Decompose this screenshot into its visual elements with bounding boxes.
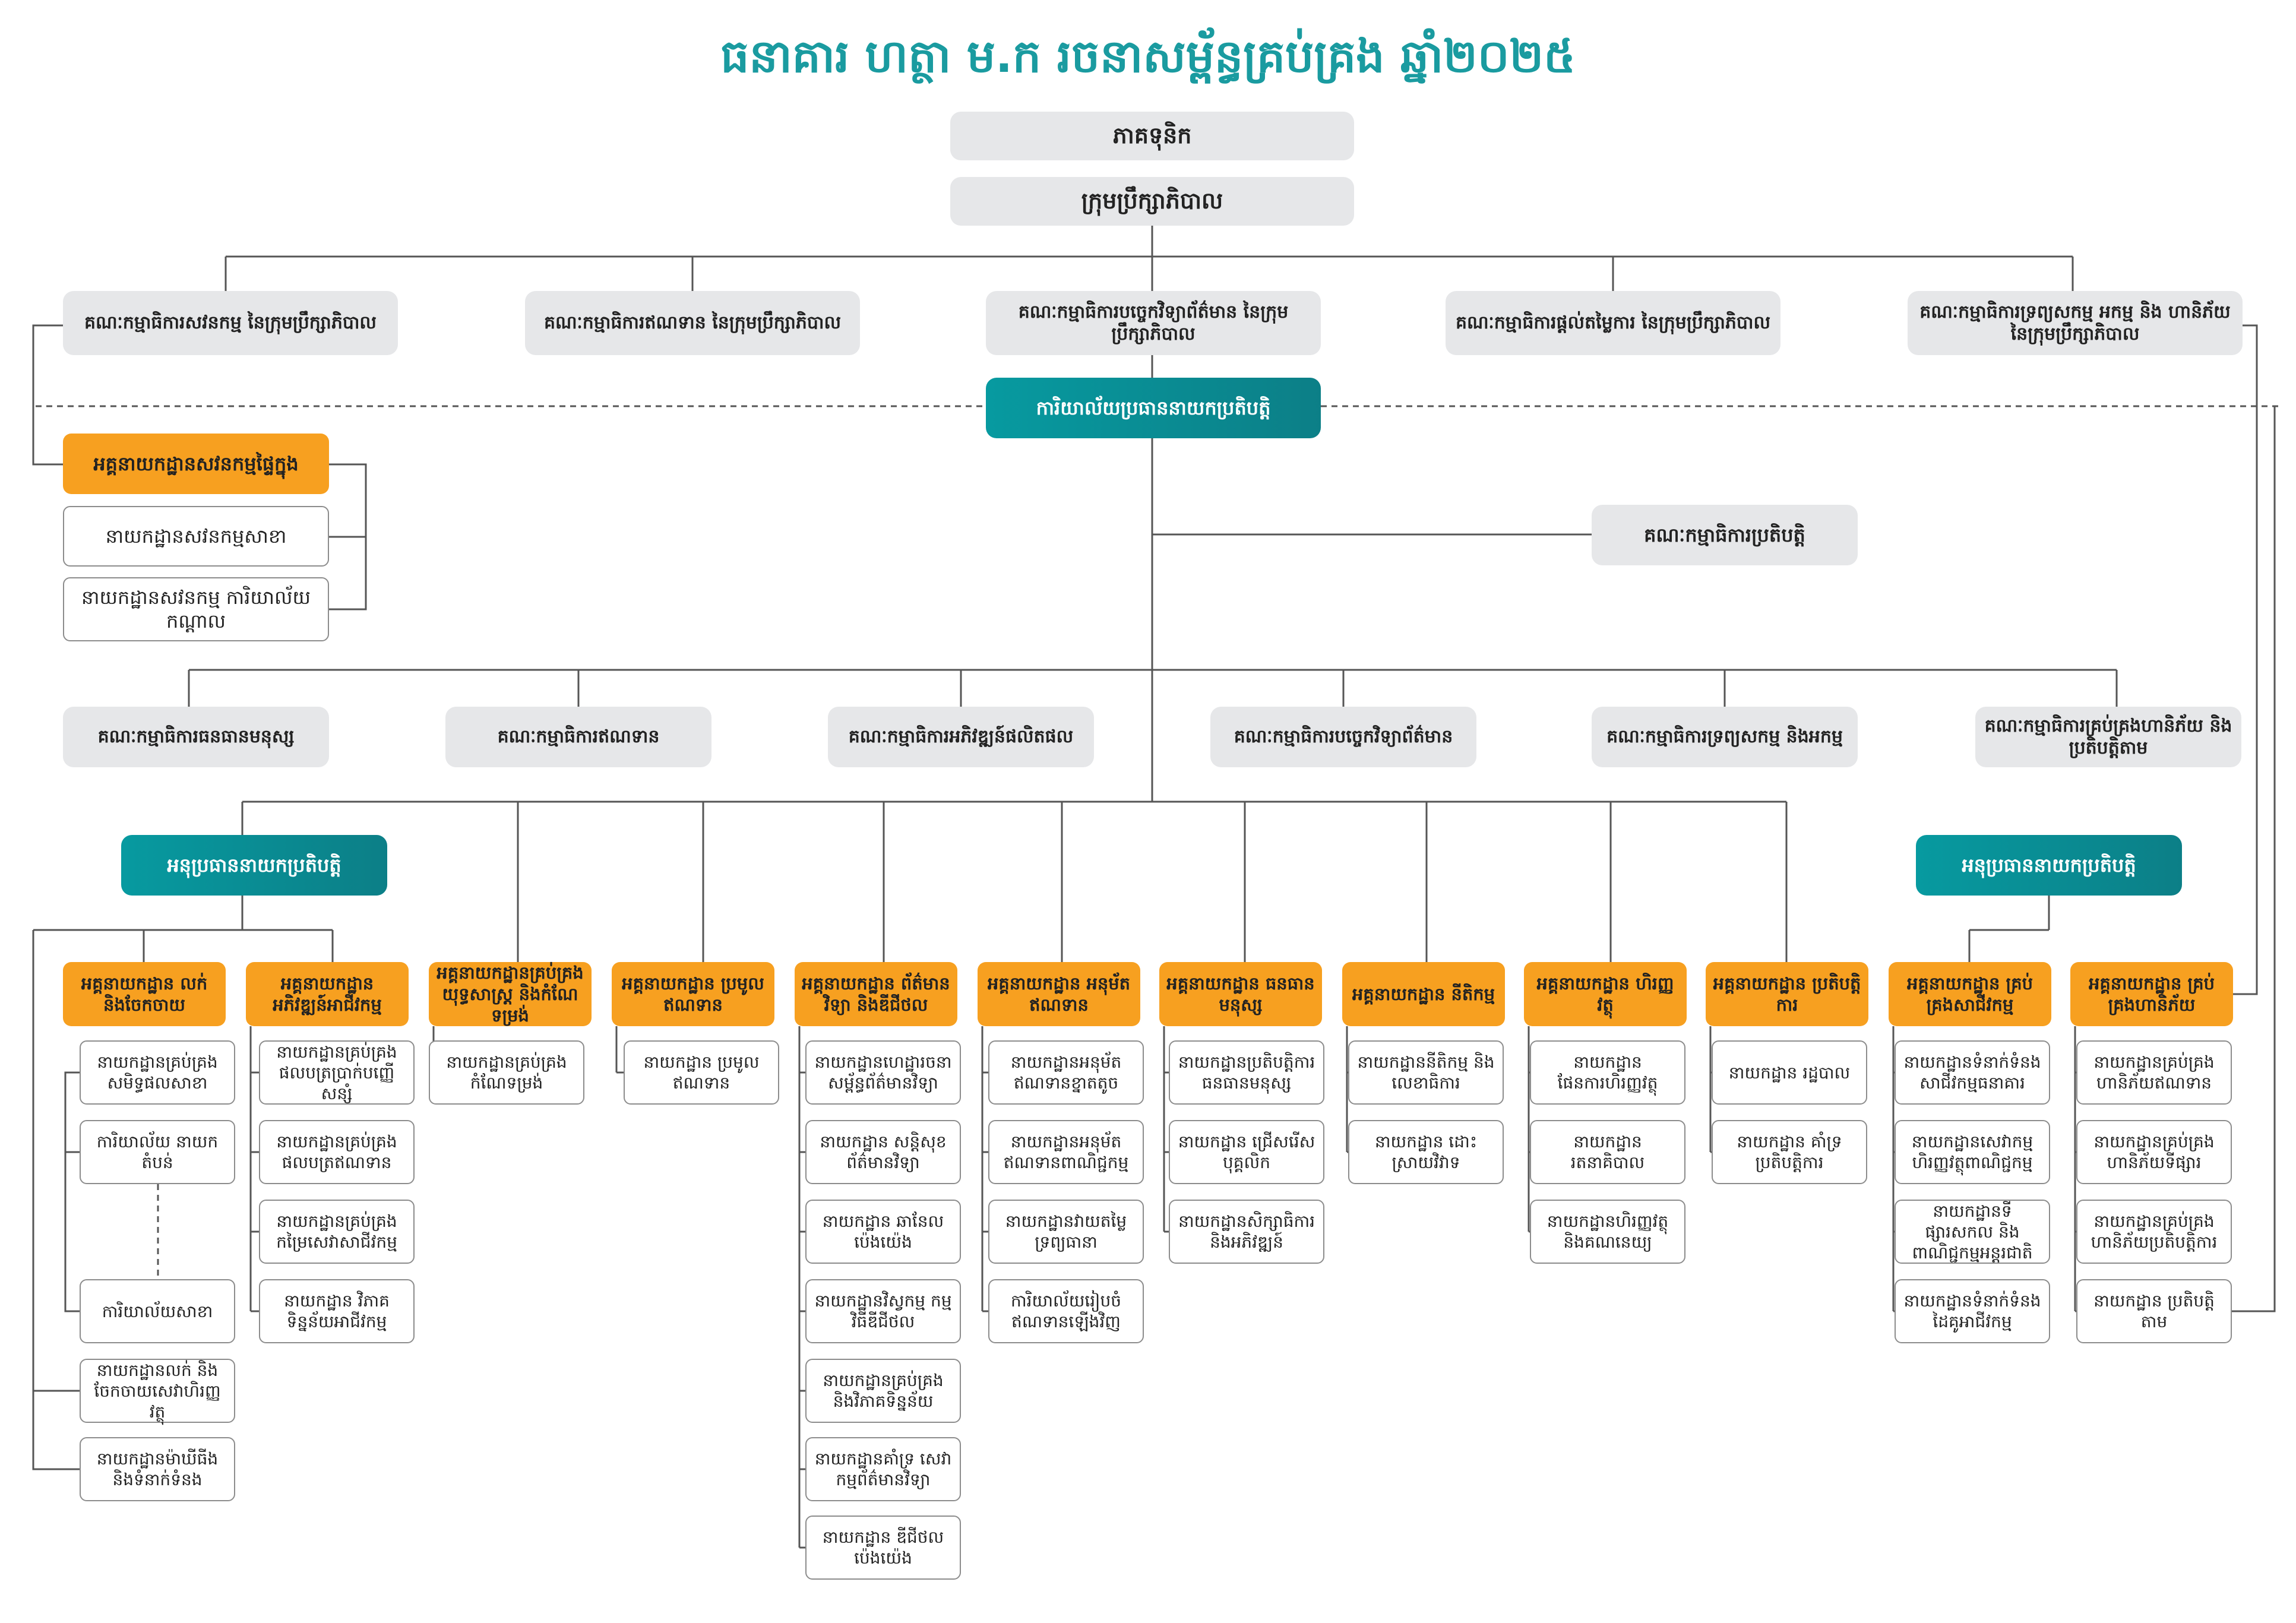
division-2-unit-1: នាយកដ្ឋានគ្រប់គ្រង ផលបត្រប្រាក់បញ្ញើសន្ស… — [259, 1040, 415, 1105]
compliance-to-board-line — [2232, 406, 2276, 1312]
board-committee-it: គណៈកម្មាធិការបច្ចេកវិទ្យាព័ត៌មាន នៃក្រុម… — [986, 291, 1321, 355]
division-5-unit-5: នាយកដ្ឋានគ្រប់គ្រង និងវិភាគទិន្នន័យ — [805, 1359, 961, 1423]
mgmt-committee-product: គណៈកម្មាធិការអភិវឌ្ឍន៍ផលិតផល — [828, 707, 1094, 767]
division-1-unit-1: នាយកដ្ឋានគ្រប់គ្រង សមិទ្ធផលសាខា — [80, 1040, 235, 1105]
page-title: ធនាគារ ហត្ថា ម.ក រចនាសម្ព័ន្ធគ្រប់គ្រង ឆ… — [720, 30, 1576, 83]
board-committee-alco-risk: គណៈកម្មាធិការទ្រព្យសកម្ម អកម្ម និង ហានិភ… — [1908, 291, 2243, 355]
division-1-unit-2: ការិយាល័យ នាយកតំបន់ — [80, 1120, 235, 1184]
internal-audit-unit-ho: នាយកដ្ឋានសវនកម្ម ការិយាល័យកណ្ដាល — [63, 577, 329, 641]
division-1-unit-3: ការិយាល័យសាខា — [80, 1279, 235, 1343]
division-12-unit-4: នាយកដ្ឋាន ប្រតិបត្តិតាម — [2076, 1279, 2232, 1343]
division-3-unit-1: នាយកដ្ឋានគ្រប់គ្រង កំណែទម្រង់ — [429, 1040, 584, 1105]
deputy-ceo-left: អនុប្រធាននាយកប្រតិបត្តិ — [121, 835, 387, 896]
mgmt-committee-it: គណៈកម្មាធិការបច្ចេកវិទ្យាព័ត៌មាន — [1210, 707, 1476, 767]
mgmt-committee-risk-compliance: គណៈកម្មាធិការគ្រប់គ្រងហានិភ័យ និងប្រតិបត… — [1975, 707, 2241, 767]
division-4-unit-1: នាយកដ្ឋាន ប្រមូលឥណទាន — [624, 1040, 779, 1105]
shareholders-box: ភាគទុនិក — [950, 112, 1354, 160]
division-head-1: អគ្គនាយកដ្ឋាន លក់ និងចែកចាយ — [63, 962, 226, 1026]
internal-audit-head: អគ្គនាយកដ្ឋានសវនកម្មផ្ទៃក្នុង — [63, 434, 329, 494]
division-8-unit-1: នាយកដ្ឋាននីតិកម្ម និងលេខាធិការ — [1348, 1040, 1504, 1105]
division-12-unit-1: នាយកដ្ឋានគ្រប់គ្រង ហានិភ័យឥណទាន — [2076, 1040, 2232, 1105]
mgmt-committee-hr: គណៈកម្មាធិការធនធានមនុស្ស — [63, 707, 329, 767]
division-head-2: អគ្គនាយកដ្ឋាន អភិវឌ្ឍន៍អាជីវកម្ម — [246, 962, 409, 1026]
board-committee-audit: គណៈកម្មាធិការសវនកម្ម នៃក្រុមប្រឹក្សាភិបា… — [63, 291, 398, 355]
board-risk-to-risk-division — [2233, 324, 2258, 995]
division-head-8: អគ្គនាយកដ្ឋាន នីតិកម្ម — [1342, 962, 1505, 1026]
division-12-unit-3: នាយកដ្ឋានគ្រប់គ្រង ហានិភ័យប្រតិបត្តិការ — [2076, 1200, 2232, 1264]
division-head-12: អគ្គនាយកដ្ឋាន គ្រប់គ្រងហានិភ័យ — [2070, 962, 2233, 1026]
division-head-9: អគ្គនាយកដ្ឋាន ហិរញ្ញវត្ថុ — [1524, 962, 1687, 1026]
division-9-unit-3: នាយកដ្ឋានហិរញ្ញវត្ថុ និងគណនេយ្យ — [1530, 1200, 1685, 1264]
division-2-unit-3: នាយកដ្ឋានគ្រប់គ្រង កម្រៃសេវាសាជីវកម្ម — [259, 1200, 415, 1264]
division-10-unit-2: នាយកដ្ឋាន គាំទ្រប្រតិបត្តិការ — [1712, 1120, 1867, 1184]
division-7-unit-3: នាយកដ្ឋានសិក្សាធិការ និងអភិវឌ្ឍន៍ — [1169, 1200, 1324, 1264]
division-8-unit-2: នាយកដ្ឋាន ដោះស្រាយវិវាទ — [1348, 1120, 1504, 1184]
division-5-unit-4: នាយកដ្ឋានវិស្វកម្ម កម្មវិធីឌីជីថល — [805, 1279, 961, 1343]
division-11-unit-1: នាយកដ្ឋានទំនាក់ទំនង សាជីវកម្មធនាគារ — [1895, 1040, 2050, 1105]
internal-audit-unit-branch: នាយកដ្ឋានសវនកម្មសាខា — [63, 506, 329, 567]
division-head-3: អគ្គនាយកដ្ឋានគ្រប់គ្រង យុទ្ធសាស្ត្រ និងក… — [429, 962, 592, 1026]
board-committee-remuneration: គណៈកម្មាធិការផ្ដល់តម្លៃការ នៃក្រុមប្រឹក្… — [1446, 291, 1780, 355]
ceo-office-box: ការិយាល័យប្រធាននាយកប្រតិបត្តិ — [986, 378, 1321, 438]
division-7-unit-1: នាយកដ្ឋានប្រតិបត្តិការ ធនធានមនុស្ស — [1169, 1040, 1324, 1105]
division-head-7: អគ្គនាយកដ្ឋាន ធនធានមនុស្ស — [1159, 962, 1322, 1026]
division-head-6: អគ្គនាយកដ្ឋាន អនុម័តឥណទាន — [978, 962, 1140, 1026]
division-5-unit-3: នាយកដ្ឋាន ឆានែលប៉េងយ៉េង — [805, 1200, 961, 1264]
division-7-unit-2: នាយកដ្ឋាន ជ្រើសរើសបុគ្គលិក — [1169, 1120, 1324, 1184]
division-6-unit-2: នាយកដ្ឋានអនុម័ត ឥណទានពាណិជ្ជកម្ម — [988, 1120, 1144, 1184]
division-head-5: អគ្គនាយកដ្ឋាន ព័ត៌មានវិទ្យា និងឌីជីថល — [795, 962, 957, 1026]
division-1-unit-5: នាយកដ្ឋានម៉ាឃីធីង និងទំនាក់ទំនង — [80, 1437, 235, 1501]
division-11-unit-2: នាយកដ្ឋានសេវាកម្ម ហិរញ្ញវត្ថុពាណិជ្ជកម្ម — [1895, 1120, 2050, 1184]
division-6-unit-1: នាយកដ្ឋានអនុម័ត ឥណទានខ្នាតតូច — [988, 1040, 1144, 1105]
division-5-unit-2: នាយកដ្ឋាន សន្តិសុខព័ត៌មានវិទ្យា — [805, 1120, 961, 1184]
exco-box: គណៈកម្មាធិការប្រតិបត្តិ — [1592, 505, 1858, 565]
division-head-10: អគ្គនាយកដ្ឋាន ប្រតិបត្តិការ — [1706, 962, 1868, 1026]
sales-units-inner — [64, 1071, 80, 1312]
division-5-unit-1: នាយកដ្ឋានហេដ្ឋារចនា សម្ព័ន្ធព័ត៌មានវិទ្យ… — [805, 1040, 961, 1105]
division-2-unit-2: នាយកដ្ឋានគ្រប់គ្រង ផលបត្រឥណទាន — [259, 1120, 415, 1184]
division-head-4: អគ្គនាយកដ្ឋាន ប្រមូលឥណទាន — [612, 962, 774, 1026]
audit-committee-to-internal-audit — [32, 324, 63, 466]
mgmt-committee-credit: គណៈកម្មាធិការឥណទាន — [445, 707, 711, 767]
deputy-ceo-right: អនុប្រធាននាយកប្រតិបត្តិ — [1916, 835, 2182, 896]
division-12-unit-2: នាយកដ្ឋានគ្រប់គ្រង ហានិភ័យទីផ្សារ — [2076, 1120, 2232, 1184]
division-6-unit-3: នាយកដ្ឋានវាយតម្លៃ ទ្រព្យធានា — [988, 1200, 1144, 1264]
division-head-11: អគ្គនាយកដ្ឋាន គ្រប់គ្រងសាជីវកម្ម — [1889, 962, 2051, 1026]
sales-left-branch — [32, 930, 80, 1470]
division-11-unit-4: នាយកដ្ឋានទំនាក់ទំនង ដៃគូអាជីវកម្ម — [1895, 1279, 2050, 1343]
division-5-unit-7: នាយកដ្ឋាន ឌីជីថលប៉េងយ៉េង — [805, 1516, 961, 1580]
connector-lines — [32, 226, 2283, 1549]
board-box: ក្រុមប្រឹក្សាភិបាល — [950, 177, 1354, 226]
division-10-unit-1: នាយកដ្ឋាន រដ្ឋបាល — [1712, 1040, 1867, 1105]
division-1-unit-4: នាយកដ្ឋានលក់ និង ចែកចាយសេវាហិរញ្ញវត្ថុ — [80, 1359, 235, 1423]
division-11-unit-3: នាយកដ្ឋានទីផ្សារសកល និងពាណិជ្ជកម្មអន្តរជ… — [1895, 1200, 2050, 1264]
division-9-unit-2: នាយកដ្ឋាន រតនាគិបាល — [1530, 1120, 1685, 1184]
mgmt-committee-alco: គណៈកម្មាធិការទ្រព្យសកម្ម និងអកម្ម — [1592, 707, 1858, 767]
division-2-unit-4: នាយកដ្ឋាន វិភាគទិន្នន័យអាជីវកម្ម — [259, 1279, 415, 1343]
division-6-unit-4: ការិយាល័យរៀបចំ ឥណទានឡើងវិញ — [988, 1279, 1144, 1343]
division-5-unit-6: នាយកដ្ឋានគាំទ្រ សេវាកម្មព័ត៌មានវិទ្យា — [805, 1437, 961, 1501]
board-committee-credit: គណៈកម្មាធិការឥណទាន នៃក្រុមប្រឹក្សាភិបាល — [525, 291, 860, 355]
division-9-unit-1: នាយកដ្ឋាន ផែនការហិរញ្ញវត្ថុ — [1530, 1040, 1685, 1105]
